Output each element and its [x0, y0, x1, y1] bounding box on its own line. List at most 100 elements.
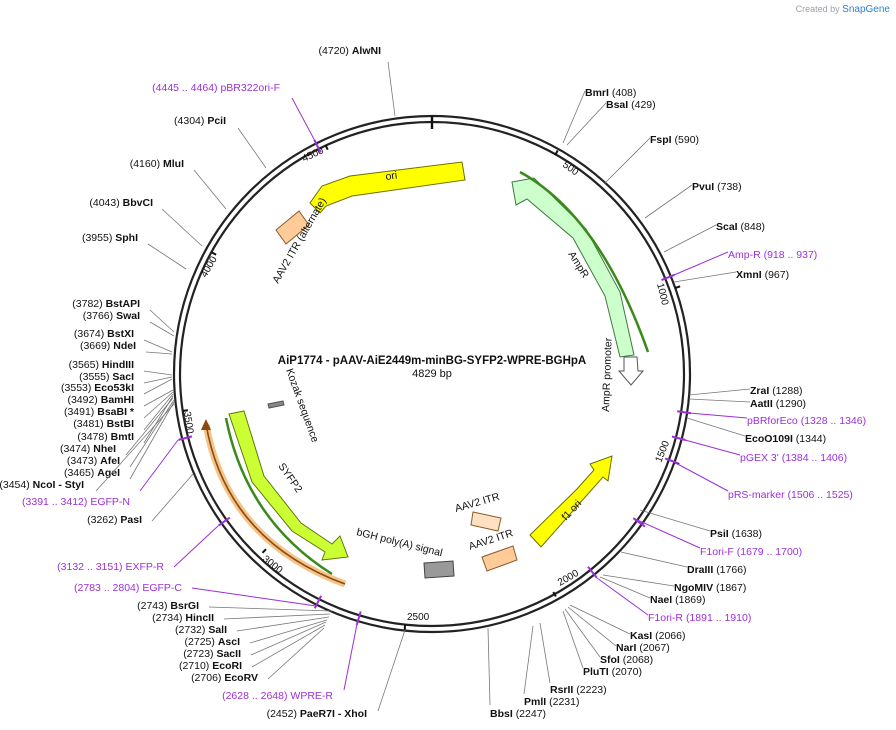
site-label-bmri: BmrI (408) [585, 87, 636, 99]
site-leader-hindiii [143, 370, 173, 376]
feature-bgh-polya[interactable] [423, 560, 455, 579]
site-kasi[interactable]: KasI (2066) [569, 604, 685, 642]
site-ecori[interactable]: (2710) EcoRI [179, 624, 326, 672]
feature-label-syfp2: SYFP2 [276, 461, 305, 495]
site-name-egfp-n: EGFP-N [90, 496, 130, 508]
site-naei[interactable]: NaeI (1869) [599, 576, 705, 606]
site-label-pbr322ori-f: (4445 .. 4464) pBR322ori-F [152, 82, 280, 94]
site-agei[interactable]: (3465) AgeI [64, 401, 175, 480]
site-label-sacii: (2723) SacII [183, 648, 241, 660]
site-bstbi[interactable]: (3481) BstBI [73, 393, 174, 431]
site-pbrforeco[interactable]: pBRforEco (1328 .. 1346) [677, 410, 866, 427]
site-bbvci[interactable]: (4043) BbvCI [89, 197, 203, 247]
site-sfoi[interactable]: SfoI (2068) [564, 608, 653, 666]
site-saci[interactable]: (3555) SacI [79, 371, 173, 384]
feature-kozak[interactable] [267, 400, 285, 409]
site-position-fspi: (590) [675, 134, 700, 146]
site-label-rsrii: RsrII (2223) [550, 684, 607, 696]
site-zrai[interactable]: ZraI (1288) [688, 385, 803, 397]
site-egfp-n[interactable]: (3391 .. 3412) EGFP-N [22, 435, 193, 508]
site-ndei[interactable]: (3669) NdeI [80, 340, 173, 355]
site-xmni[interactable]: XmnI (967) [673, 269, 789, 283]
site-bstxi[interactable]: (3674) BstXI [74, 328, 173, 353]
site-ecoo109i[interactable]: EcoO109I (1344) [686, 417, 826, 445]
site-pmli[interactable]: PmlI (2231) [523, 625, 579, 708]
site-leader-ecori [251, 624, 326, 668]
site-f1ori-f[interactable]: F1ori-F (1679 .. 1700) [632, 517, 802, 558]
site-ngomiv[interactable]: NgoMIV (1867) [602, 574, 746, 594]
site-fspi[interactable]: FspI (590) [603, 134, 700, 185]
site-pvui[interactable]: PvuI (738) [644, 181, 742, 219]
site-leader-sfoi [564, 608, 601, 658]
primer-mark-egfp-c [313, 595, 322, 609]
site-sacii[interactable]: (2723) SacII [183, 621, 327, 660]
site-pasi[interactable]: (3262) PasI [87, 473, 194, 526]
site-ncoi[interactable]: (3454) NcoI - StyI [0, 403, 175, 492]
site-egfp-c[interactable]: (2783 .. 2804) EGFP-C [74, 582, 322, 609]
site-draiii[interactable]: DraIII (1766) [620, 551, 747, 576]
site-pluti[interactable]: PluTI (2070) [562, 610, 642, 678]
site-afei[interactable]: (3473) AfeI [67, 399, 175, 468]
site-alwni[interactable]: (4720) AlwNI [319, 45, 396, 117]
site-prs-marker[interactable]: pRS-marker (1506 .. 1525) [664, 457, 853, 502]
site-swai[interactable]: (3766) SwaI [83, 310, 175, 337]
site-bsai[interactable]: BsaI (429) [566, 99, 656, 146]
site-mlui[interactable]: (4160) MluI [130, 158, 227, 210]
site-hincii[interactable]: (2734) HincII [152, 612, 331, 624]
site-bstapi[interactable]: (3782) BstAPI [72, 298, 175, 333]
site-leader-bstapi [149, 309, 175, 333]
feature-aav2-itr-1[interactable] [470, 511, 502, 532]
site-label-paer7i: (2452) PaeR7I - XhoI [267, 708, 367, 720]
site-sali[interactable]: (2732) SalI [175, 616, 330, 636]
site-ecorv[interactable]: (2706) EcoRV [191, 627, 325, 684]
site-rsrii[interactable]: RsrII (2223) [539, 622, 607, 696]
site-name-pbr322ori-f: pBR322ori-F [220, 82, 280, 94]
tick-label-1000: 1000 [654, 282, 670, 307]
site-leader-sacii [250, 621, 327, 656]
site-leader-eco53ki [143, 378, 173, 395]
site-nhei[interactable]: (3474) NheI [60, 397, 174, 456]
site-position-prs-marker: (1506 .. 1525) [788, 489, 853, 501]
site-label-f1ori-r: F1ori-R (1891 .. 1910) [648, 612, 751, 624]
site-pbr322ori-f[interactable]: (4445 .. 4464) pBR322ori-F [152, 82, 322, 153]
site-bsabi[interactable]: (3491) BsaBI * [64, 391, 174, 419]
site-wpre-r[interactable]: (2628 .. 2648) WPRE-R [222, 611, 362, 703]
feature-ampr-promoter[interactable] [617, 356, 645, 386]
site-label-aatii: AatII (1290) [750, 398, 806, 410]
site-sphi[interactable]: (3955) SphI [82, 232, 187, 270]
feature-syfp2[interactable] [228, 410, 349, 561]
feature-ampr-strand [519, 170, 650, 353]
site-name-pgex-3: pGEX 3' [740, 452, 779, 464]
site-pcii[interactable]: (4304) PciI [174, 115, 267, 169]
site-bamhi[interactable]: (3492) BamHI [67, 389, 174, 407]
site-leader-rsrii [539, 622, 551, 684]
site-position-hincii: (2734) [152, 612, 182, 624]
site-leader-ndei [145, 351, 173, 355]
feature-aav2-itr-alternate[interactable] [275, 210, 310, 245]
site-scai[interactable]: ScaI (848) [663, 221, 765, 253]
site-name-afei: AfeI [100, 455, 120, 467]
feature-ori[interactable] [309, 161, 466, 214]
site-aatii[interactable]: AatII (1290) [688, 398, 806, 410]
site-exfp-r[interactable]: (3132 .. 3151) EXFP-R [57, 516, 231, 573]
site-position-pmli: (2231) [549, 696, 579, 708]
feature-aav2-itr-2[interactable] [481, 545, 518, 572]
site-bsrgi[interactable]: (2743) BsrGI [137, 600, 333, 612]
site-eco53ki[interactable]: (3553) Eco53kI [61, 378, 173, 395]
site-name-ngomiv: NgoMIV [674, 582, 713, 594]
site-paer7i[interactable]: (2452) PaeR7I - XhoI [267, 629, 406, 720]
site-label-agei: (3465) AgeI [64, 467, 120, 479]
site-f1ori-r[interactable]: F1ori-R (1891 .. 1910) [587, 566, 751, 624]
feature-f1-ori[interactable] [529, 455, 613, 548]
site-leader-sali [236, 616, 330, 632]
site-psii[interactable]: PsiI (1638) [639, 509, 762, 540]
site-bmri[interactable]: BmrI (408) [562, 87, 636, 144]
site-hindiii[interactable]: (3565) HindIII [69, 359, 173, 376]
site-asci[interactable]: (2725) AscI [185, 619, 328, 648]
site-pgex-3[interactable]: pGEX 3' (1384 .. 1406) [671, 435, 847, 465]
site-bbsi[interactable]: BbsI (2247) [487, 627, 546, 720]
site-amp-r[interactable]: Amp-R (918 .. 937) [661, 249, 818, 282]
site-leader-pbrforeco [688, 412, 748, 419]
site-nari[interactable]: NarI (2067) [567, 606, 670, 654]
site-label-swai: (3766) SwaI [83, 310, 140, 322]
